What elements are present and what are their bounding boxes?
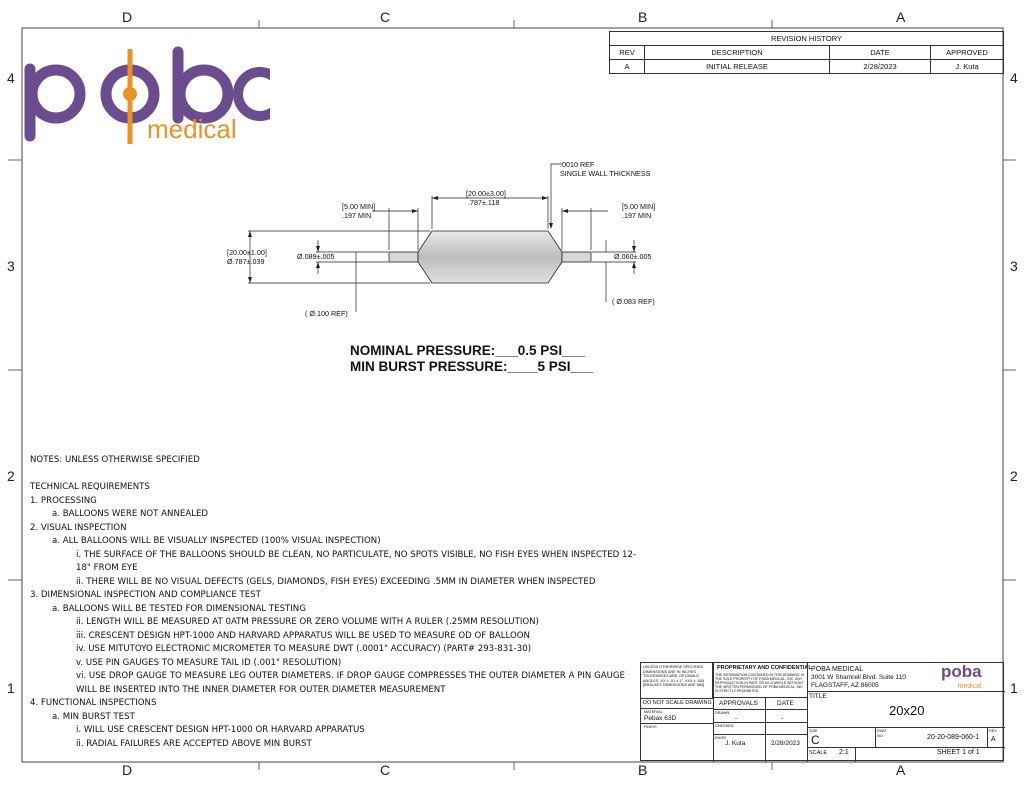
note-line: ii. LENGTH WILL BE MEASURED AT 0ATM PRES… xyxy=(76,617,539,627)
approvals-date-label: DATE xyxy=(777,700,794,707)
company-address-1: 3001 W Shamrell Blvd. Suite 110 xyxy=(811,674,906,681)
note-line: v. USE PIN GAUGES TO MEASURE TAIL ID (.0… xyxy=(76,657,342,668)
zone-bottom-d: D xyxy=(122,762,133,778)
technical-notes: NOTES: UNLESS OTHERWISE SPECIFIED TECHNI… xyxy=(30,454,636,751)
zone-bottom-a: A xyxy=(896,762,906,778)
right-leg-mm-label: [5.00 MIN] xyxy=(622,202,656,211)
logo-medical-text: medical xyxy=(147,114,237,144)
note-line: 3. DIMENSIONAL INSPECTION AND COMPLIANCE… xyxy=(30,590,261,600)
drawn-label: DRAWN xyxy=(715,711,730,715)
zone-bottom-b: B xyxy=(638,762,648,778)
zone-top-a: A xyxy=(896,9,906,25)
note-line: a. ALL BALLOONS WILL BE VISUALLY INSPECT… xyxy=(52,536,381,546)
note-line: iii. CRESCENT DESIGN HPT-1000 AND HARVAR… xyxy=(76,630,530,641)
wall-ref-label: .0010 REF xyxy=(560,160,595,169)
note-line: TECHNICAL REQUIREMENTS xyxy=(30,482,150,492)
size-label: SIZE xyxy=(809,729,818,733)
company-name: POBA MEDICAL xyxy=(811,666,864,673)
left-leg-mm-label: [5.00 MIN] xyxy=(342,202,376,211)
title-block: UNLESS OTHERWISE SPECIFIED DIMENSIONS AR… xyxy=(640,662,1005,762)
tolerance-note: UNLESS OTHERWISE SPECIFIED DIMENSIONS AR… xyxy=(643,665,705,687)
engr-value: J. Kuta xyxy=(725,740,746,747)
od-mm-label: [20.00±1.00] xyxy=(227,248,267,257)
nominal-pressure: NOMINAL PRESSURE:___0.5 PSI___ xyxy=(350,343,585,358)
engr-date: 2/28/2023 xyxy=(771,740,800,747)
engr-label: ENGR xyxy=(715,736,726,740)
right-od-ref-label: ( Ø.083 REF) xyxy=(612,297,655,306)
note-line: i. THE SURFACE OF THE BALLOONS SHOULD BE… xyxy=(76,549,637,560)
zone-top-c: C xyxy=(380,9,391,25)
checked-label: CHECKED xyxy=(715,724,734,728)
note-line: 4. FUNCTIONAL INSPECTIONS xyxy=(30,698,157,708)
company-address-2: FLAGSTAFF, AZ 86005 xyxy=(811,682,879,689)
left-id-label: Ø.089±.005 xyxy=(297,252,335,261)
drawn-value: - xyxy=(735,715,738,722)
rev-cell-rev: A xyxy=(609,59,645,74)
left-leg-in-label: .197 MIN xyxy=(342,211,372,220)
scale-value: 2:1 xyxy=(839,749,849,756)
length-in-label: .787±.118 xyxy=(468,198,500,207)
zone-left-2: 2 xyxy=(7,468,15,484)
dwg-number: 20-20-089-060-1 xyxy=(927,734,980,741)
note-line: 18" FROM EYE xyxy=(76,563,138,573)
title-block-logo-sub: medical xyxy=(957,683,982,690)
note-line: a. BALLOONS WERE NOT ANNEALED xyxy=(52,509,209,519)
left-od-ref-label: ( Ø.100 REF) xyxy=(305,309,348,318)
poba-logo: medical xyxy=(20,44,287,149)
do-not-scale: DO NOT SCALE DRAWING xyxy=(643,700,712,706)
note-line: ii. RADIAL FAILURES ARE ACCEPTED ABOVE M… xyxy=(76,738,312,749)
note-line: NOTES: UNLESS OTHERWISE SPECIFIED xyxy=(30,455,200,465)
wall-note-label: SINGLE WALL THICKNESS xyxy=(560,169,651,178)
zone-right-2: 2 xyxy=(1010,468,1018,484)
sheet-value: SHEET 1 of 1 xyxy=(937,749,980,756)
note-line: WILL BE INSERTED INTO THE INNER DIAMETER… xyxy=(76,684,446,695)
revision-history-table: REVISION HISTORY REV DESCRIPTION DATE AP… xyxy=(609,31,1004,74)
right-id-label: Ø.060±.005 xyxy=(614,252,652,261)
zone-top-b: B xyxy=(638,9,648,25)
size-value: C xyxy=(811,733,820,747)
zone-right-3: 3 xyxy=(1010,258,1018,274)
scale-label: SCALE xyxy=(809,750,828,756)
zone-left-3: 3 xyxy=(7,258,15,274)
right-leg-in-label: .197 MIN xyxy=(622,211,652,220)
zone-bottom-c: C xyxy=(380,762,391,778)
length-mm-label: [20.00±3.00] xyxy=(466,189,506,198)
note-line: iv. USE MITUTOYO ELECTRONIC MICROMETER T… xyxy=(76,644,532,654)
title-label: TITLE xyxy=(809,693,827,700)
revision-row: A INITIAL RELEASE 2/28/2023 J. Kuta xyxy=(609,59,1004,74)
min-burst-pressure: MIN BURST PRESSURE:____5 PSI___ xyxy=(350,359,594,374)
rev-value: A xyxy=(991,736,996,743)
proprietary-title: PROPRIETARY AND CONFIDENTIAL xyxy=(717,665,812,671)
od-in-label: Ø.787±.039 xyxy=(227,257,265,266)
note-line: a. MIN BURST TEST xyxy=(52,711,135,722)
finish-label: FINISH xyxy=(644,725,657,729)
zone-left-1: 1 xyxy=(7,680,15,696)
drawn-date: - xyxy=(781,715,784,722)
material-value: Pebax 63D xyxy=(644,715,677,722)
title-block-logo: poba medical xyxy=(941,662,982,694)
dwg-label: DWG NO. xyxy=(877,729,887,738)
approvals-label: APPROVALS xyxy=(719,700,758,707)
note-line: 2. VISUAL INSPECTION xyxy=(30,522,127,533)
note-line: 1. PROCESSING xyxy=(30,495,97,506)
zone-top-d: D xyxy=(122,9,133,25)
note-line: a. BALLOONS WILL BE TESTED FOR DIMENSION… xyxy=(52,603,306,614)
note-line xyxy=(30,468,636,482)
material-label: MATERIAL xyxy=(644,710,663,714)
zone-right-1: 1 xyxy=(1010,680,1018,696)
zone-right-4: 4 xyxy=(1010,70,1018,86)
drawing-title: 20x20 xyxy=(889,703,925,718)
proprietary-text: THE INFORMATION CONTAINED IN THIS DRAWIN… xyxy=(715,673,804,693)
tolerance-box: UNLESS OTHERWISE SPECIFIED DIMENSIONS AR… xyxy=(641,663,713,699)
note-line: ii. THERE WILL BE NO VISUAL DEFECTS (GEL… xyxy=(76,576,596,587)
note-line: vi. USE DROP GAUGE TO MEASURE LEG OUTER … xyxy=(76,671,625,681)
rev-cell-approved: J. Kuta xyxy=(930,59,1004,74)
zone-left-4: 4 xyxy=(7,70,15,86)
title-block-logo-word: poba xyxy=(941,662,982,681)
poba-logo-mark xyxy=(24,46,287,144)
rev-label: REV xyxy=(989,729,997,733)
note-line: i. WILL USE CRESCENT DESIGN HPT-1000 OR … xyxy=(76,725,365,735)
